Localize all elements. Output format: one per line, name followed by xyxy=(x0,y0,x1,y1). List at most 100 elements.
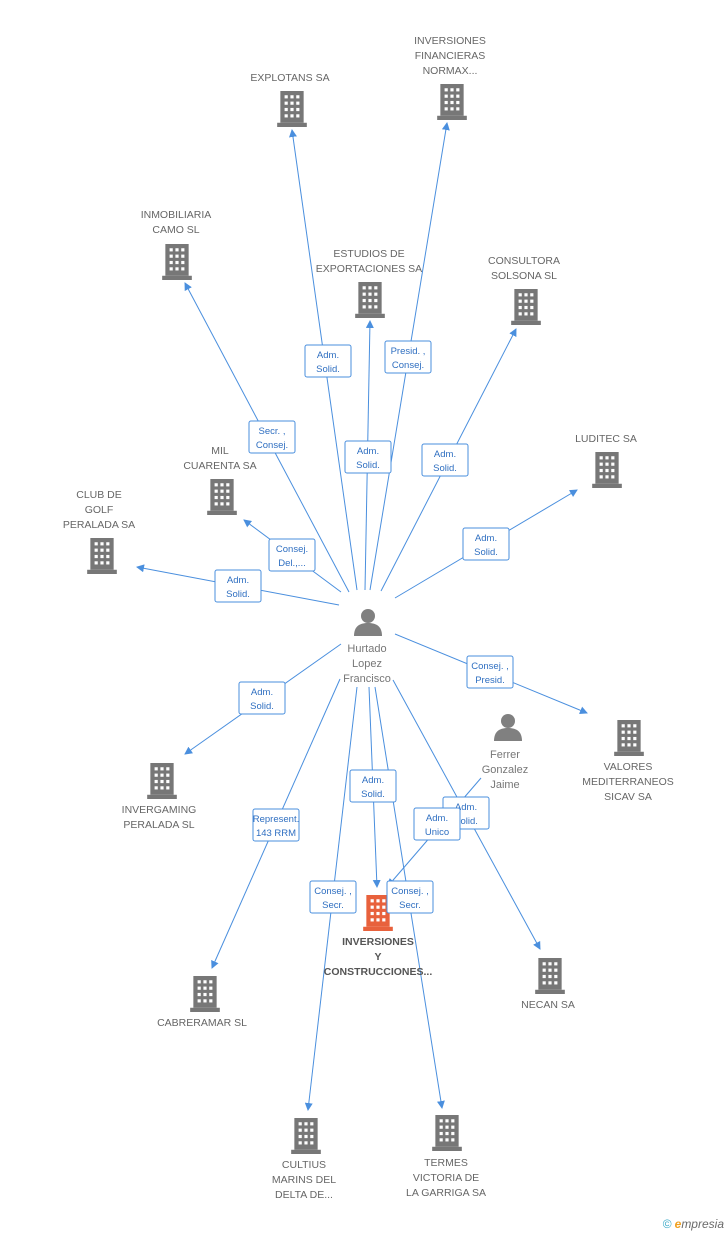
edge-label-text: Secr. xyxy=(399,900,421,911)
edge-label-text: Consej. , xyxy=(391,886,429,897)
nodes-layer: EXPLOTANS SA INVERSIONES FINANCIERAS NORMAX… xyxy=(63,35,674,1201)
node-label: Jaime xyxy=(490,779,519,791)
node-label: LUDITEC SA xyxy=(575,433,637,445)
node-label: INMOBILIARIA xyxy=(141,209,212,221)
edge-label-text: Consej. , xyxy=(314,886,352,897)
footer-brand[interactable]: ©empresia xyxy=(663,1217,724,1231)
node-label: SOLSONA SL xyxy=(491,270,557,282)
edge-label-text: Presid. xyxy=(475,675,505,686)
edge-label-text: Solid. xyxy=(226,589,250,600)
node-label: Lopez xyxy=(352,658,382,670)
company-node-inmobiliaria_camo[interactable]: INMOBILIARIA CAMO SL xyxy=(141,209,212,280)
person-icon xyxy=(494,714,522,741)
building-icon xyxy=(614,720,644,756)
edge-label-text: Adm. xyxy=(362,775,384,786)
company-node-focus[interactable]: INVERSIONES Y CONSTRUCCIONES... xyxy=(324,895,433,978)
edge-label-text: Del.,... xyxy=(278,558,305,569)
edge-label-text: Adm. xyxy=(251,687,273,698)
edge-label-ferrer-to-focus[interactable]: Adm. Unico xyxy=(413,807,461,841)
node-label: CONSTRUCCIONES... xyxy=(324,966,433,978)
edge-label-text: Adm. xyxy=(455,802,477,813)
edge-label-text: 143 RRM xyxy=(256,828,296,839)
brand-logo-initial: e xyxy=(674,1217,682,1231)
edge-label-hurtado-to-mil_cuarenta[interactable]: Consej. Del.,... xyxy=(268,538,316,572)
company-node-mil_cuarenta[interactable]: MIL CUARENTA SA xyxy=(183,445,257,515)
company-node-estudios[interactable]: ESTUDIOS DE EXPORTACIONES SA xyxy=(316,248,422,318)
edge-label-hurtado-to-valores[interactable]: Consej. , Presid. xyxy=(466,655,514,689)
company-node-cabreramar[interactable]: CABRERAMAR SL xyxy=(157,976,247,1029)
edge-label-text: Adm. xyxy=(227,575,249,586)
edge-label-text: Solid. xyxy=(356,460,380,471)
edge-label-text: Consej. xyxy=(276,544,308,555)
edge-label-hurtado-to-luditec[interactable]: Adm.Solid. xyxy=(462,527,510,561)
node-label: INVERSIONES xyxy=(342,936,414,948)
company-node-cultius[interactable]: CULTIUS MARINS DEL DELTA DE... xyxy=(272,1118,336,1201)
copyright-symbol: © xyxy=(662,1217,672,1231)
node-label: TERMES xyxy=(424,1157,468,1169)
edge-labels-layer: Adm.Solid.Presid. ,Consej.Secr. ,Consej.… xyxy=(214,340,514,914)
edge-label-hurtado-to-consultora[interactable]: Adm.Solid. xyxy=(421,443,469,477)
node-label: Hurtado xyxy=(347,643,386,655)
company-node-luditec[interactable]: LUDITEC SA xyxy=(575,433,637,488)
edge-label-text: Unico xyxy=(425,827,449,838)
node-label: MEDITERRANEOS xyxy=(582,776,674,788)
edge-label-text: Consej. , xyxy=(471,661,509,672)
edge-label-hurtado-to-inversiones_financieras[interactable]: Presid. , Consej. xyxy=(384,340,432,374)
node-label: CUARENTA SA xyxy=(183,460,256,472)
company-node-explotans[interactable]: EXPLOTANS SA xyxy=(250,72,330,127)
edge-label-hurtado-to-club_golf[interactable]: Adm. Solid. xyxy=(214,569,262,603)
node-label: CAMO SL xyxy=(152,224,199,236)
edge-label-text: Consej. xyxy=(392,360,424,371)
node-label: MARINS DEL xyxy=(272,1174,336,1186)
node-label: CLUB DE xyxy=(76,489,122,501)
edge-label-text: Adm. xyxy=(434,449,456,460)
node-label: SICAV SA xyxy=(604,791,652,803)
edge-label-text: Secr. , xyxy=(259,426,286,437)
node-label: DELTA DE... xyxy=(275,1189,333,1201)
node-label: PERALADA SL xyxy=(123,819,194,831)
edge-label-hurtado-to-estudios[interactable]: Adm. Solid. xyxy=(344,440,392,474)
building-icon xyxy=(511,289,541,325)
building-icon xyxy=(162,244,192,280)
edge-label-hurtado-to-inmobiliaria_camo[interactable]: Secr. , Consej. xyxy=(248,420,296,454)
edge-label-text: Consej. xyxy=(256,440,288,451)
edge-label-hurtado-to-cultius[interactable]: Consej. ,Secr. xyxy=(309,880,357,914)
node-label: ESTUDIOS DE xyxy=(333,248,404,260)
node-label: FINANCIERAS xyxy=(415,50,486,62)
edge-label-hurtado-to-invergaming[interactable]: Adm.Solid. xyxy=(238,681,286,715)
edge-label-text: Solid. xyxy=(361,789,385,800)
node-label: NORMAX... xyxy=(423,65,478,77)
building-icon xyxy=(432,1115,462,1151)
edge-label-text: Adm. xyxy=(426,813,448,824)
building-icon xyxy=(437,84,467,120)
edge-label-text: Presid. , xyxy=(391,346,426,357)
node-label: EXPLOTANS SA xyxy=(250,72,329,84)
node-label: EXPORTACIONES SA xyxy=(316,263,422,275)
node-label: CULTIUS xyxy=(282,1159,326,1171)
node-label: Gonzalez xyxy=(482,764,528,776)
node-label: VICTORIA DE xyxy=(413,1172,479,1184)
node-label: MIL xyxy=(211,445,229,457)
edge-label-text: Adm. xyxy=(317,350,339,361)
edge-label-text: Adm. xyxy=(357,446,379,457)
node-label: Ferrer xyxy=(490,749,520,761)
edge-label-hurtado-to-cabreramar[interactable]: Represent.143 RRM xyxy=(252,808,300,842)
building-icon xyxy=(355,282,385,318)
node-label: PERALADA SA xyxy=(63,519,135,531)
edge-label-hurtado-to-termes[interactable]: Consej. , Secr. xyxy=(386,880,434,914)
edge-label-hurtado-to-explotans[interactable]: Adm.Solid. xyxy=(304,344,352,378)
company-node-inversiones_financieras[interactable]: INVERSIONESFINANCIERASNORMAX... xyxy=(414,35,486,120)
edge-label-text: Solid. xyxy=(474,547,498,558)
company-node-necan[interactable]: NECAN SA xyxy=(521,958,575,1011)
edge-label-hurtado-to-focus[interactable]: Adm. Solid. xyxy=(349,769,397,803)
node-label: Y xyxy=(374,951,381,963)
building-icon xyxy=(207,479,237,515)
